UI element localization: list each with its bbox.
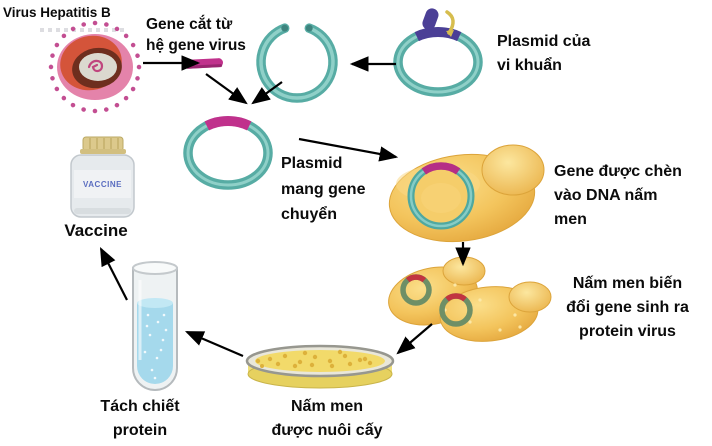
flow-arrows [100, 55, 471, 358]
yeast-cultured-label: Nấm men được nuôi cấy [271, 398, 383, 439]
vial-cap [82, 136, 124, 152]
test-tube-icon [132, 261, 178, 391]
inserted-gene-segment [421, 162, 461, 175]
bacterial-plasmid-icon [393, 27, 483, 97]
petri-dish-culture-icon [245, 344, 395, 389]
inserted-gene-segment [204, 116, 252, 131]
protein-extraction-label: Tách chiết protein [100, 398, 180, 439]
yeast-bud [481, 144, 545, 196]
recombinant-plasmid-icon [183, 116, 273, 190]
tube-opening [132, 261, 178, 275]
virus-dna-squiggle [87, 59, 104, 73]
modified-yeast-cluster-icon [388, 256, 552, 342]
bacterial-gene-segment [414, 27, 462, 42]
arrow-cluster-to-dish [396, 323, 433, 355]
arrow-recombinant-to-yeast [298, 137, 399, 162]
virus-label: Virus Hepatitis B [3, 5, 111, 20]
recombinant-plasmid-label: Plasmid mang gene chuyển [281, 155, 366, 224]
vial-label-text: VACCINE [83, 180, 122, 189]
bacterial-plasmid-label: Plasmid của vi khuẩn [497, 33, 591, 74]
tube-liquid [137, 303, 173, 384]
cut-open-plasmid-icon [256, 23, 338, 103]
yeast-colonies [255, 349, 373, 369]
inserted-gene-segment [405, 274, 427, 283]
vaccine-vial-icon: VACCINE [70, 136, 135, 218]
vaccine-label: Vaccine [64, 221, 128, 240]
restriction-enzyme-icon [422, 8, 455, 37]
yeast-modified-label: Nấm men biến đổi gene sinh ra protein vi… [566, 275, 689, 340]
cut-end [281, 24, 289, 32]
vial-label [74, 170, 131, 198]
inserted-gene-segment [445, 293, 467, 302]
hepatitis-b-virus-icon [48, 20, 142, 114]
budding-yeast-cell-icon [388, 144, 545, 243]
gene-inserted-label: Gene được chèn vào DNA nấm men [554, 163, 682, 228]
cut-end [305, 24, 313, 32]
liquid-speckles [143, 313, 168, 380]
arrow-dish-to-tube [184, 330, 244, 358]
virus-core [79, 53, 117, 81]
gene-cut-label: Gene cắt từ hệ gene virus [146, 16, 246, 54]
virus-spike-dots [48, 20, 142, 114]
arrow-gene-to-recombinant [205, 73, 248, 105]
arrow-openplasmid-to-recombinant [251, 81, 283, 105]
arrow-tube-to-vaccine [100, 247, 128, 301]
